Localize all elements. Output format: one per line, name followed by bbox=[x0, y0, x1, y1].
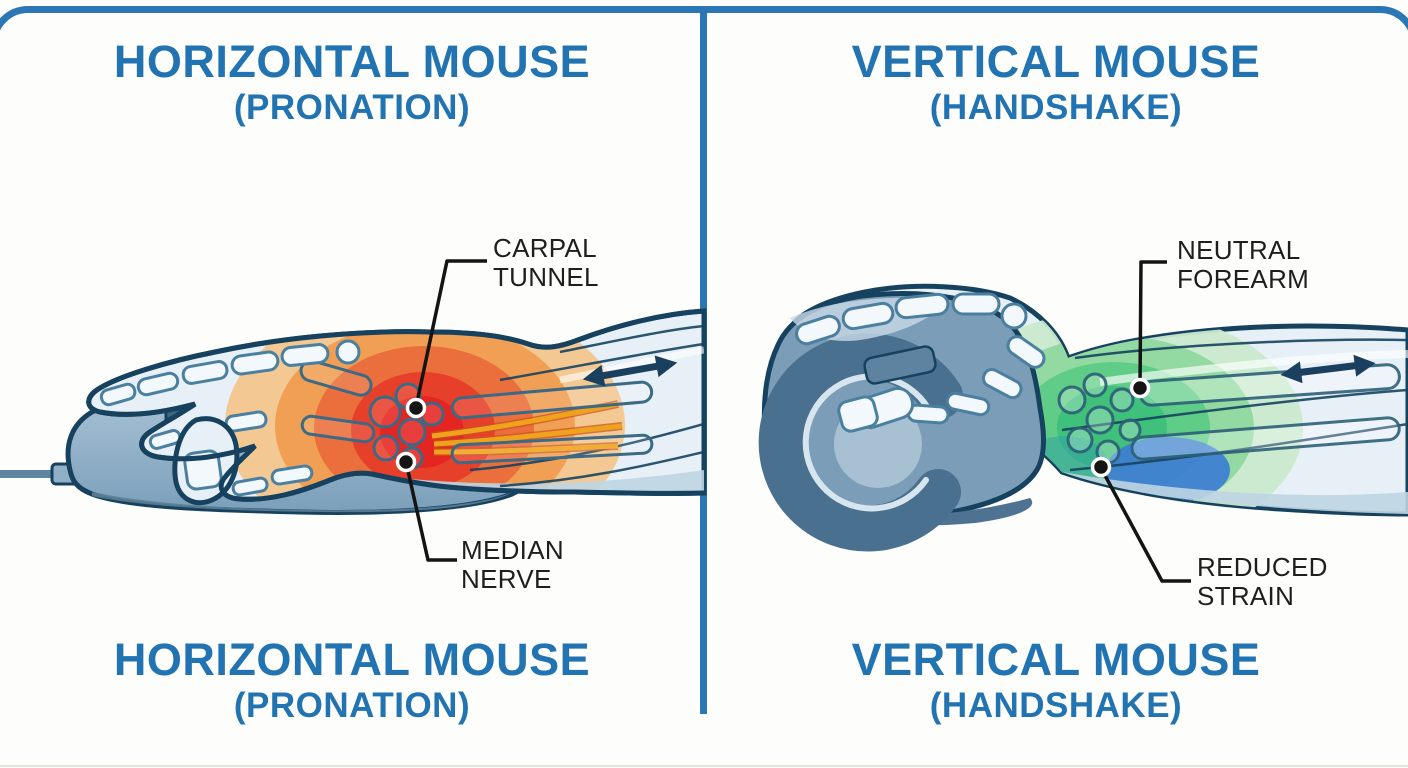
left-footer-subtitle: (PRONATION) bbox=[233, 686, 471, 725]
median-nerve-leader bbox=[395, 451, 457, 562]
bottom-hairline bbox=[0, 765, 1408, 767]
neutral-forearm-label-line2: FOREARM bbox=[1177, 264, 1310, 294]
reduced-strain-label-line1: REDUCED bbox=[1197, 552, 1328, 582]
reduced-strain-dot bbox=[1090, 456, 1112, 478]
reduced-strain-leader bbox=[1090, 456, 1191, 583]
median-nerve-strands bbox=[431, 400, 623, 456]
mouse-cord bbox=[0, 462, 80, 486]
reduced-strain-label-line2: STRAIN bbox=[1197, 581, 1295, 611]
neutral-forearm-label: NEUTRAL FOREARM bbox=[1177, 236, 1309, 294]
left-header-title: HORIZONTAL MOUSE bbox=[113, 36, 591, 87]
vertical-mouse-illustration bbox=[758, 260, 1408, 583]
median-nerve-label: MEDIAN NERVE bbox=[461, 536, 564, 594]
right-header-subtitle: (HANDSHAKE) bbox=[929, 88, 1183, 127]
reduced-strain-label: REDUCED STRAIN bbox=[1197, 553, 1328, 611]
right-footer-subtitle: (HANDSHAKE) bbox=[929, 686, 1183, 725]
mouse-button bbox=[863, 345, 937, 385]
carpal-tunnel-leader bbox=[405, 259, 487, 419]
neutral-forearm-label-line1: NEUTRAL bbox=[1177, 235, 1301, 265]
right-header-title-block: VERTICAL MOUSE (HANDSHAKE) bbox=[704, 38, 1408, 127]
left-footer-title: HORIZONTAL MOUSE bbox=[113, 634, 591, 685]
left-header-subtitle: (PRONATION) bbox=[233, 88, 471, 127]
right-header-title: VERTICAL MOUSE bbox=[851, 36, 1261, 87]
left-motion-arrow-icon bbox=[582, 355, 678, 387]
right-footer-title-block: VERTICAL MOUSE (HANDSHAKE) bbox=[704, 636, 1408, 725]
carpal-tunnel-dot bbox=[405, 397, 427, 419]
horizontal-mouse-illustration bbox=[0, 259, 707, 562]
left-header-title-block: HORIZONTAL MOUSE (PRONATION) bbox=[0, 38, 704, 127]
left-footer-title-block: HORIZONTAL MOUSE (PRONATION) bbox=[0, 636, 704, 725]
right-forearm-contours bbox=[1061, 338, 1408, 514]
median-nerve-dot bbox=[395, 451, 417, 473]
median-nerve-label-line1: MEDIAN bbox=[461, 535, 564, 565]
right-motion-arrow-icon bbox=[1280, 354, 1376, 384]
right-footer-title: VERTICAL MOUSE bbox=[851, 634, 1261, 685]
median-nerve-label-line2: NERVE bbox=[461, 564, 552, 594]
neutral-forearm-dot bbox=[1129, 377, 1151, 399]
carpal-tunnel-label-line1: CARPAL bbox=[493, 233, 597, 263]
carpal-tunnel-label-line2: TUNNEL bbox=[493, 262, 599, 292]
right-arm-bones bbox=[1057, 363, 1401, 465]
carpal-tunnel-label: CARPAL TUNNEL bbox=[493, 234, 599, 292]
neutral-forearm-leader bbox=[1129, 260, 1167, 399]
right-hand-bones bbox=[795, 292, 1046, 433]
